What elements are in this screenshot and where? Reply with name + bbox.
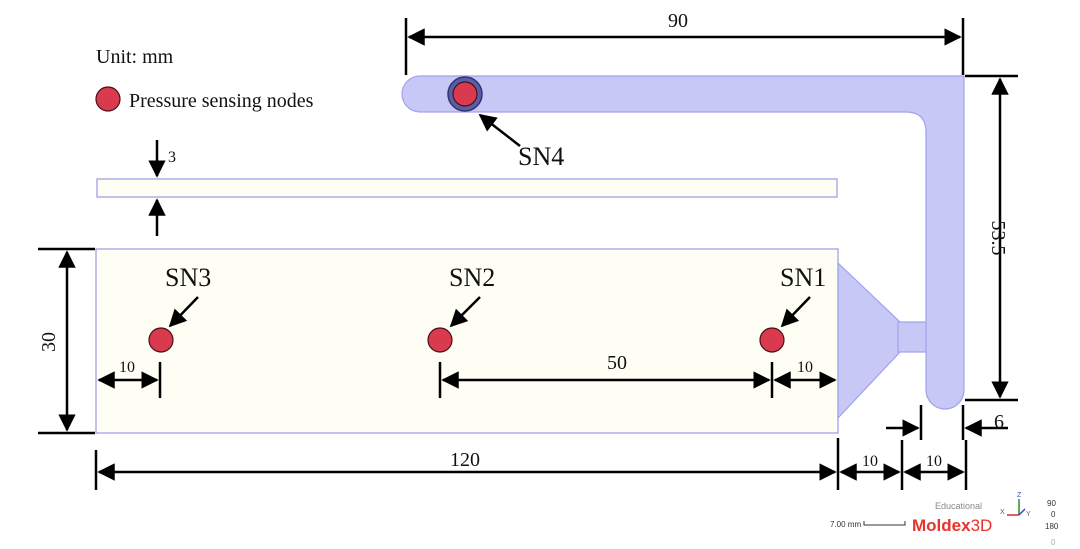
dim-10-right-label: 10 xyxy=(797,359,813,376)
legend-node-label: Pressure sensing nodes xyxy=(129,90,314,112)
dim-3-label: 3 xyxy=(168,149,176,166)
sn2-pointer-arrow xyxy=(449,296,481,328)
dim-120-label: 120 xyxy=(450,449,480,471)
sn3-pointer-arrow xyxy=(168,296,199,328)
dim-6-label: 6 xyxy=(994,411,1004,433)
axis-y-label: Y xyxy=(1026,511,1031,518)
axis-triad-icon: Z X Y xyxy=(1000,492,1031,518)
scale-bar xyxy=(863,521,906,526)
view-angle-4: 0 xyxy=(1051,538,1056,547)
sn1-label: SN1 xyxy=(780,263,826,292)
axis-z-label: Z xyxy=(1017,492,1022,499)
view-angle-2: 0 xyxy=(1051,510,1056,519)
dim-30-label: 30 xyxy=(38,332,60,352)
educational-label: Educational xyxy=(935,501,982,511)
axis-x-label: X xyxy=(1000,509,1005,516)
sn3-label: SN3 xyxy=(165,263,211,292)
dim-50-label: 50 xyxy=(607,352,627,374)
dim-gate-label: 10 xyxy=(862,453,878,470)
sn2-node-dot xyxy=(427,327,453,353)
view-angle-3: 180 xyxy=(1045,522,1059,531)
dim-90-label: 90 xyxy=(668,10,688,32)
thin-strip-part xyxy=(96,178,838,198)
dim-53-label: 53.5 xyxy=(987,221,1009,256)
gate-connector-part xyxy=(897,321,929,353)
unit-label: Unit: mm xyxy=(96,46,174,68)
moldex3d-logo: Moldex3D xyxy=(912,516,992,535)
sn1-node-dot xyxy=(759,327,785,353)
sn1-pointer-arrow xyxy=(780,296,811,328)
fan-gate-part xyxy=(837,261,901,420)
sn4-pointer-arrow xyxy=(478,113,521,147)
scale-bar-label: 7.00 mm xyxy=(830,520,861,529)
legend-node-icon xyxy=(95,86,121,112)
sn4-label: SN4 xyxy=(518,142,564,171)
sn4-node-dot xyxy=(452,81,478,107)
cavity-part xyxy=(95,248,839,434)
sn3-node-dot xyxy=(148,327,174,353)
dim-sprue-label: 10 xyxy=(926,453,942,470)
sn2-label: SN2 xyxy=(449,263,495,292)
dim-10-left-label: 10 xyxy=(119,359,135,376)
view-angle-1: 90 xyxy=(1047,499,1056,508)
